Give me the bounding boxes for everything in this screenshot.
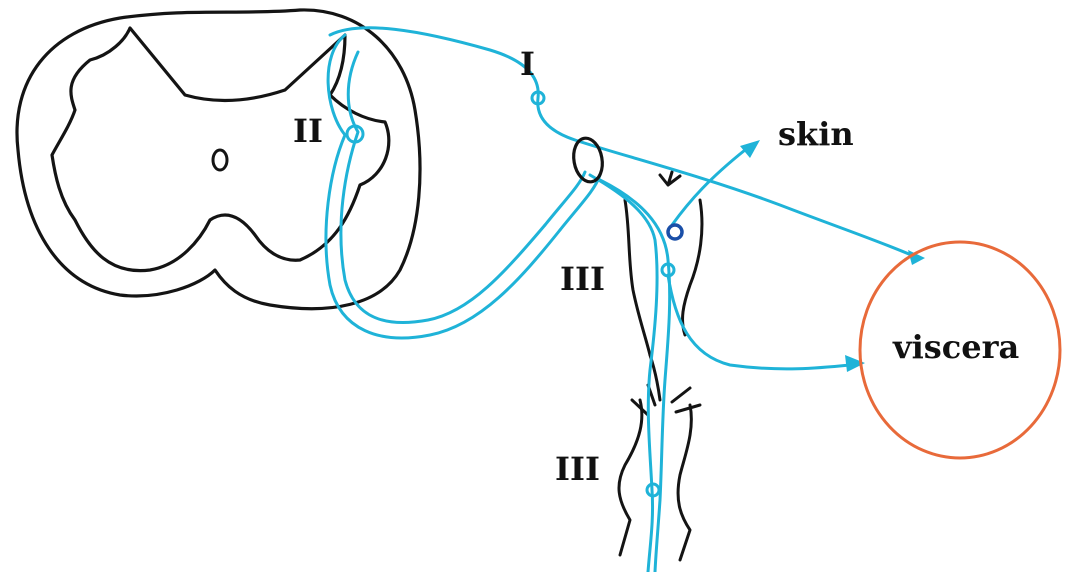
fiber-to-viscera-lower <box>668 275 850 369</box>
chain-fiber-left <box>590 175 657 572</box>
cell-bodies <box>347 92 682 496</box>
label-neuron-1: I <box>520 45 535 83</box>
label-ganglion-upper: III <box>560 260 605 298</box>
chain-fiber-right <box>600 180 670 572</box>
upper-ganglion-cell-body <box>668 225 682 239</box>
label-neuron-2: II <box>293 112 323 150</box>
label-viscera: viscera <box>892 328 1019 366</box>
upper-ganglion-left-outline <box>625 200 650 355</box>
label-ganglion-lower: III <box>555 450 600 488</box>
spinal-cord-outline <box>17 10 420 309</box>
preganglionic-fiber-b <box>545 172 585 225</box>
arrow-to-skin <box>740 140 760 158</box>
spinal-cord-section <box>17 10 420 309</box>
label-skin: skin <box>778 115 854 153</box>
upper-ganglion-branch <box>660 172 680 185</box>
lower-ganglion-right-outline <box>678 405 691 560</box>
lower-ganglion-left-outline <box>619 400 642 555</box>
central-canal <box>213 150 227 170</box>
upper-ganglion-right-outline <box>683 200 702 335</box>
